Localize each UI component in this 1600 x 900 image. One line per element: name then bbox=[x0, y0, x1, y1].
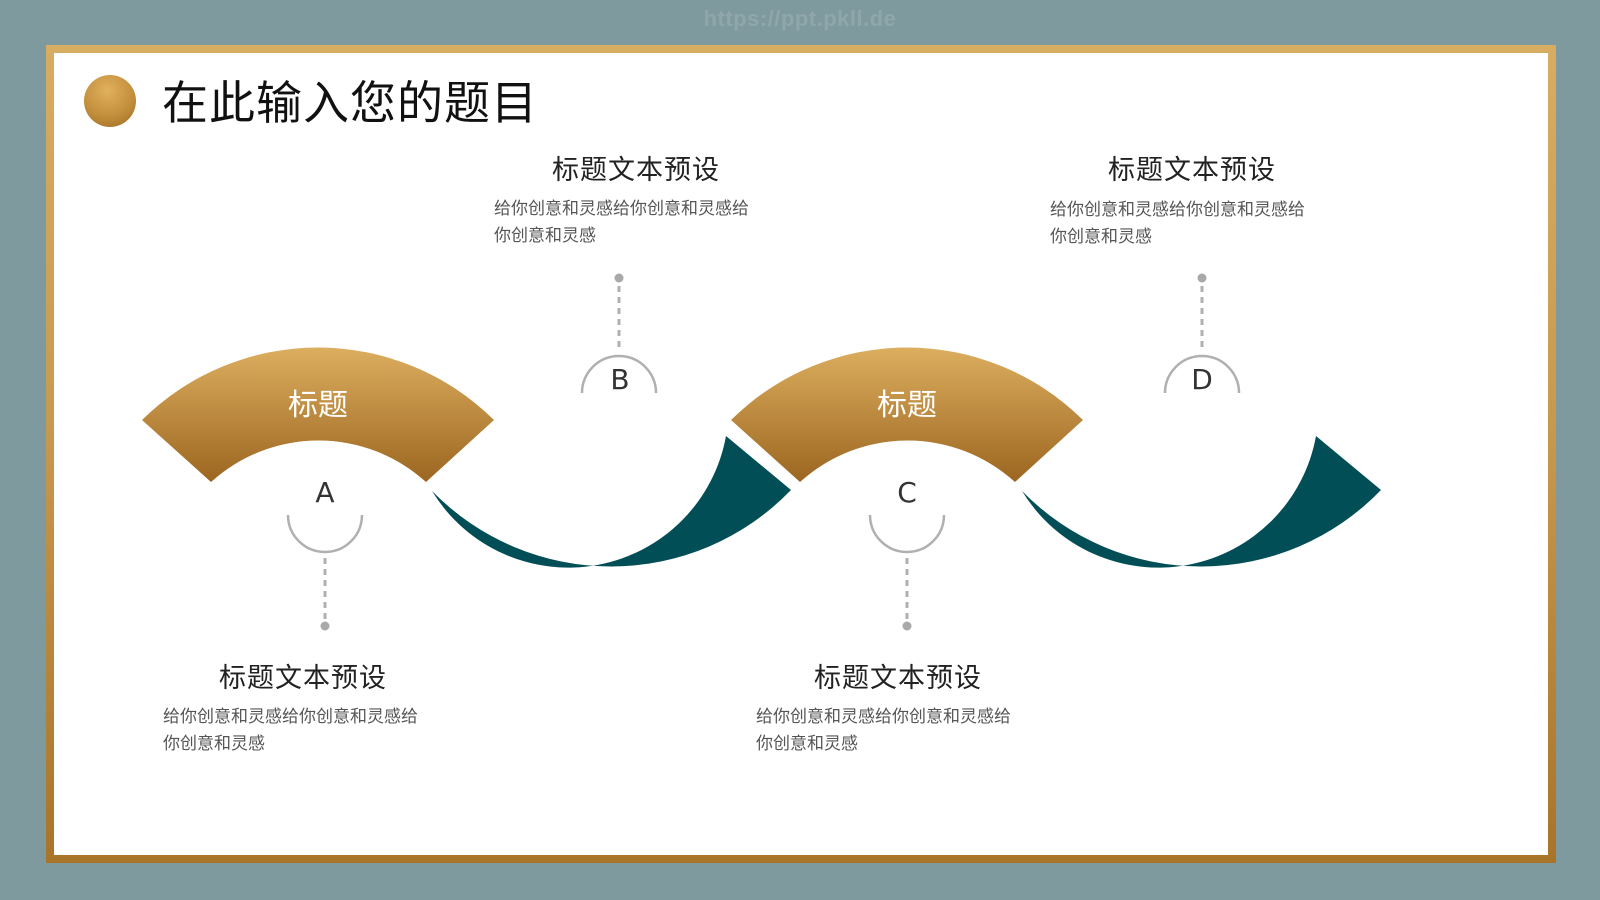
band-valley-4 bbox=[1022, 436, 1381, 568]
info-body-c-line2: 你创意和灵感 bbox=[756, 734, 858, 754]
band-label-3: 标题 bbox=[877, 388, 937, 423]
band-arch-1 bbox=[142, 347, 494, 482]
connector-dot-d bbox=[1197, 273, 1207, 283]
info-title-d: 标题文本预设 bbox=[1108, 155, 1276, 186]
info-body-a-line1: 给你创意和灵感给你创意和灵感给 bbox=[163, 707, 418, 727]
marker-letter-a: A bbox=[315, 476, 334, 509]
marker-arc-c bbox=[868, 514, 946, 554]
info-body-c-line1: 给你创意和灵感给你创意和灵感给 bbox=[756, 707, 1011, 727]
marker-letter-d: D bbox=[1191, 363, 1213, 396]
watermark-url: https://ppt.pkll.de bbox=[703, 6, 897, 31]
connector-dot-c bbox=[902, 621, 912, 631]
marker-arc-a bbox=[286, 514, 364, 554]
wave-diagram: 标题 标题 标题 标题 B D A C bbox=[142, 273, 1381, 631]
band-label-2: 标题 bbox=[581, 493, 641, 528]
info-body-a-line2: 你创意和灵感 bbox=[163, 734, 265, 754]
marker-arc-b bbox=[580, 354, 658, 394]
info-body-a: 给你创意和灵感给你创意和灵感给 你创意和灵感 bbox=[163, 704, 469, 758]
info-body-b: 给你创意和灵感给你创意和灵感给 你创意和灵感 bbox=[494, 196, 800, 250]
info-title-a: 标题文本预设 bbox=[219, 663, 387, 694]
marker-arc-d bbox=[1163, 354, 1241, 394]
info-body-d-line2: 你创意和灵感 bbox=[1050, 227, 1152, 247]
slide: 在此输入您的题目 标题 标题 标题 标题 B bbox=[54, 53, 1548, 855]
info-title-b: 标题文本预设 bbox=[552, 155, 720, 186]
marker-letter-c: C bbox=[897, 476, 917, 509]
band-arch-3 bbox=[731, 347, 1083, 482]
info-body-d-line1: 给你创意和灵感给你创意和灵感给 bbox=[1050, 200, 1305, 220]
marker-letter-b: B bbox=[610, 363, 629, 396]
slide-frame: 在此输入您的题目 标题 标题 标题 标题 B bbox=[46, 45, 1556, 863]
title-bullet-dot bbox=[84, 75, 136, 127]
info-title-c: 标题文本预设 bbox=[814, 663, 982, 694]
connector-dot-a bbox=[320, 621, 330, 631]
connector-dot-b bbox=[614, 273, 624, 283]
info-body-b-line1: 给你创意和灵感给你创意和灵感给 bbox=[494, 199, 749, 219]
band-valley-2 bbox=[432, 436, 791, 568]
band-label-4: 标题 bbox=[1171, 494, 1231, 529]
info-body-c: 给你创意和灵感给你创意和灵感给 你创意和灵感 bbox=[756, 704, 1062, 758]
info-body-b-line2: 你创意和灵感 bbox=[494, 226, 596, 246]
page-title: 在此输入您的题目 bbox=[162, 76, 538, 130]
band-label-1: 标题 bbox=[288, 388, 348, 423]
info-body-d: 给你创意和灵感给你创意和灵感给 你创意和灵感 bbox=[1050, 197, 1356, 251]
